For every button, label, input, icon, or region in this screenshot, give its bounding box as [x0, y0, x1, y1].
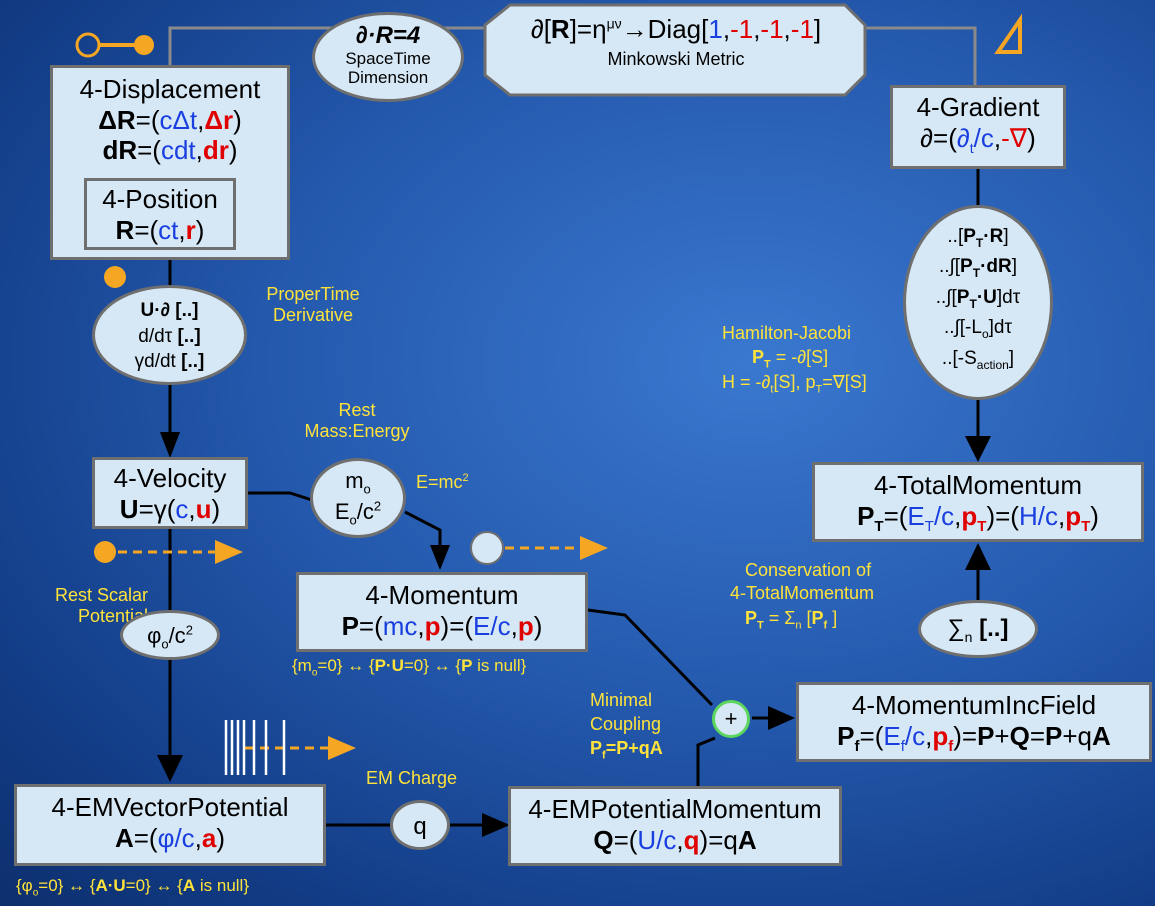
metric-caption: Minkowski Metric: [607, 49, 745, 69]
emc2-label: E=mc2: [416, 472, 469, 492]
coupling-line-2: Coupling: [590, 714, 662, 734]
action-line-4: ..∫[-Lo]dτ: [944, 317, 1012, 341]
action-line-2: ..∫[PT·dR]: [938, 256, 1017, 281]
em-potential-momentum-equation: Q=(U/c,q)=qA: [593, 824, 757, 855]
rest-mass-ellipse: mo Eo/c2: [310, 458, 406, 538]
hollow-circle-icon: [75, 32, 101, 58]
coupling-line-3: Pf=P+qA: [590, 738, 663, 762]
em-vector-potential-equation: A=(φ/c,a): [114, 822, 226, 853]
minkowski-metric-box: ∂[R]=ημν→Diag[1,-1,-1,-1] Minkowski Metr…: [488, 14, 864, 70]
total-momentum-title: 4-TotalMomentum: [873, 470, 1083, 500]
dot-icon: [134, 35, 154, 55]
inc-field-title: 4-MomentumIncField: [851, 690, 1097, 720]
rest-mass-caption: Rest Mass:Energy: [304, 400, 410, 441]
action-ellipse: ..[PT·R] ..∫[PT·dR] ..∫[PT·U]dτ ..∫[-Lo]…: [903, 205, 1053, 400]
action-line-5: ..[-Saction]: [941, 347, 1015, 372]
hamilton-jacobi-momentum: PT = -∂[S]: [752, 347, 829, 371]
massless-circle-icon: [470, 531, 504, 565]
total-momentum-equation: PT=(ET/c,pT)=(H/c,pT): [857, 500, 1099, 535]
velocity-title: 4-Velocity: [113, 463, 227, 493]
em-potential-momentum-title: 4-EMPotentialMomentum: [528, 794, 822, 824]
conservation-line-3: PT = Σn [Pf ]: [745, 608, 838, 632]
sum-ellipse: ∑n [..]: [918, 600, 1038, 658]
displacement-differential-equation: dR=(cdt,dr): [102, 135, 238, 166]
position-equation: R=(ct,r): [115, 214, 205, 245]
velocity-equation: U=γ(c,u): [119, 493, 221, 524]
displacement-delta-equation: ΔR=(cΔt,Δr): [98, 104, 242, 135]
gradient-title: 4-Gradient: [916, 92, 1040, 122]
wavefront-icon: [224, 720, 286, 775]
scalar-potential-ellipse: φo/c2: [120, 610, 220, 660]
inc-field-box: 4-MomentumIncField Pf=(Ef/c,pf)=P+Q=P+qA: [796, 682, 1152, 762]
sum-label: ∑n [..]: [947, 615, 1009, 645]
proper-time-line-1: U·∂ [..]: [140, 300, 199, 321]
displacement-title: 4-Displacement: [79, 74, 261, 104]
velocity-box: 4-Velocity U=γ(c,u): [92, 457, 248, 529]
momentum-box: 4-Momentum P=(mc,p)=(E/c,p): [296, 572, 588, 652]
inc-field-equation: Pf=(Ef/c,pf)=P+Q=P+qA: [837, 720, 1111, 755]
dimension-caption: SpaceTime Dimension: [345, 49, 431, 87]
rest-mass-line-2: Eo/c2: [334, 498, 382, 528]
position-box: 4-Position R=(ct,r): [84, 178, 236, 250]
momentum-title: 4-Momentum: [365, 580, 519, 610]
action-line-1: ..[PT·R]: [947, 226, 1009, 250]
proper-time-caption: ProperTime Derivative: [266, 284, 360, 325]
em-potential-null-condition: {φo=0} ↔ {A·U=0} ↔ {A is null}: [16, 876, 250, 899]
charge-ellipse: q: [390, 800, 450, 850]
spacetime-dimension-ellipse: ∂·R=4 SpaceTime Dimension: [312, 12, 464, 102]
position-title: 4-Position: [102, 184, 218, 214]
momentum-null-condition: {mo=0} ↔ {P·U=0} ↔ {P is null}: [292, 656, 527, 679]
action-line-3: ..∫[PT·U]dτ: [935, 286, 1021, 311]
momentum-equation: P=(mc,p)=(E/c,p): [341, 610, 543, 641]
gradient-box: 4-Gradient ∂=(∂t/c,-∇): [890, 85, 1066, 169]
hamilton-jacobi-label: Hamilton-Jacobi: [722, 323, 852, 343]
proper-time-ellipse: U·∂ [..] d/dτ [..] γd/dt [..]: [92, 285, 247, 385]
proper-time-line-2: d/dτ [..]: [138, 325, 201, 347]
em-vector-potential-title: 4-EMVectorPotential: [51, 792, 289, 822]
dimension-equation: ∂·R=4: [355, 22, 421, 49]
coupling-line-1: Minimal: [590, 690, 653, 710]
rest-mass-line-1: mo: [345, 468, 371, 497]
velocity-dot-icon: [94, 541, 116, 563]
proper-time-line-3: γd/dt [..]: [134, 351, 205, 373]
plus-node: +: [712, 700, 750, 738]
conservation-line-2: 4-TotalMomentum: [730, 583, 875, 603]
scalar-label: φo/c2: [147, 623, 193, 652]
metric-equation: ∂[R]=ημν→Diag[1,-1,-1,-1]: [530, 14, 822, 44]
position-dot-icon: [104, 266, 126, 288]
total-momentum-box: 4-TotalMomentum PT=(ET/c,pT)=(H/c,pT): [812, 462, 1144, 542]
charge-caption: EM Charge: [366, 768, 458, 788]
gradient-equation: ∂=(∂t/c,-∇): [920, 122, 1036, 156]
em-vector-potential-box: 4-EMVectorPotential A=(φ/c,a): [14, 784, 326, 866]
hamilton-jacobi-energy: H = -∂t[S], pT=∇[S]: [722, 372, 867, 396]
triangle-icon: [994, 13, 1022, 54]
em-potential-momentum-box: 4-EMPotentialMomentum Q=(U/c,q)=qA: [508, 786, 842, 866]
conservation-line-1: Conservation of: [745, 560, 872, 580]
